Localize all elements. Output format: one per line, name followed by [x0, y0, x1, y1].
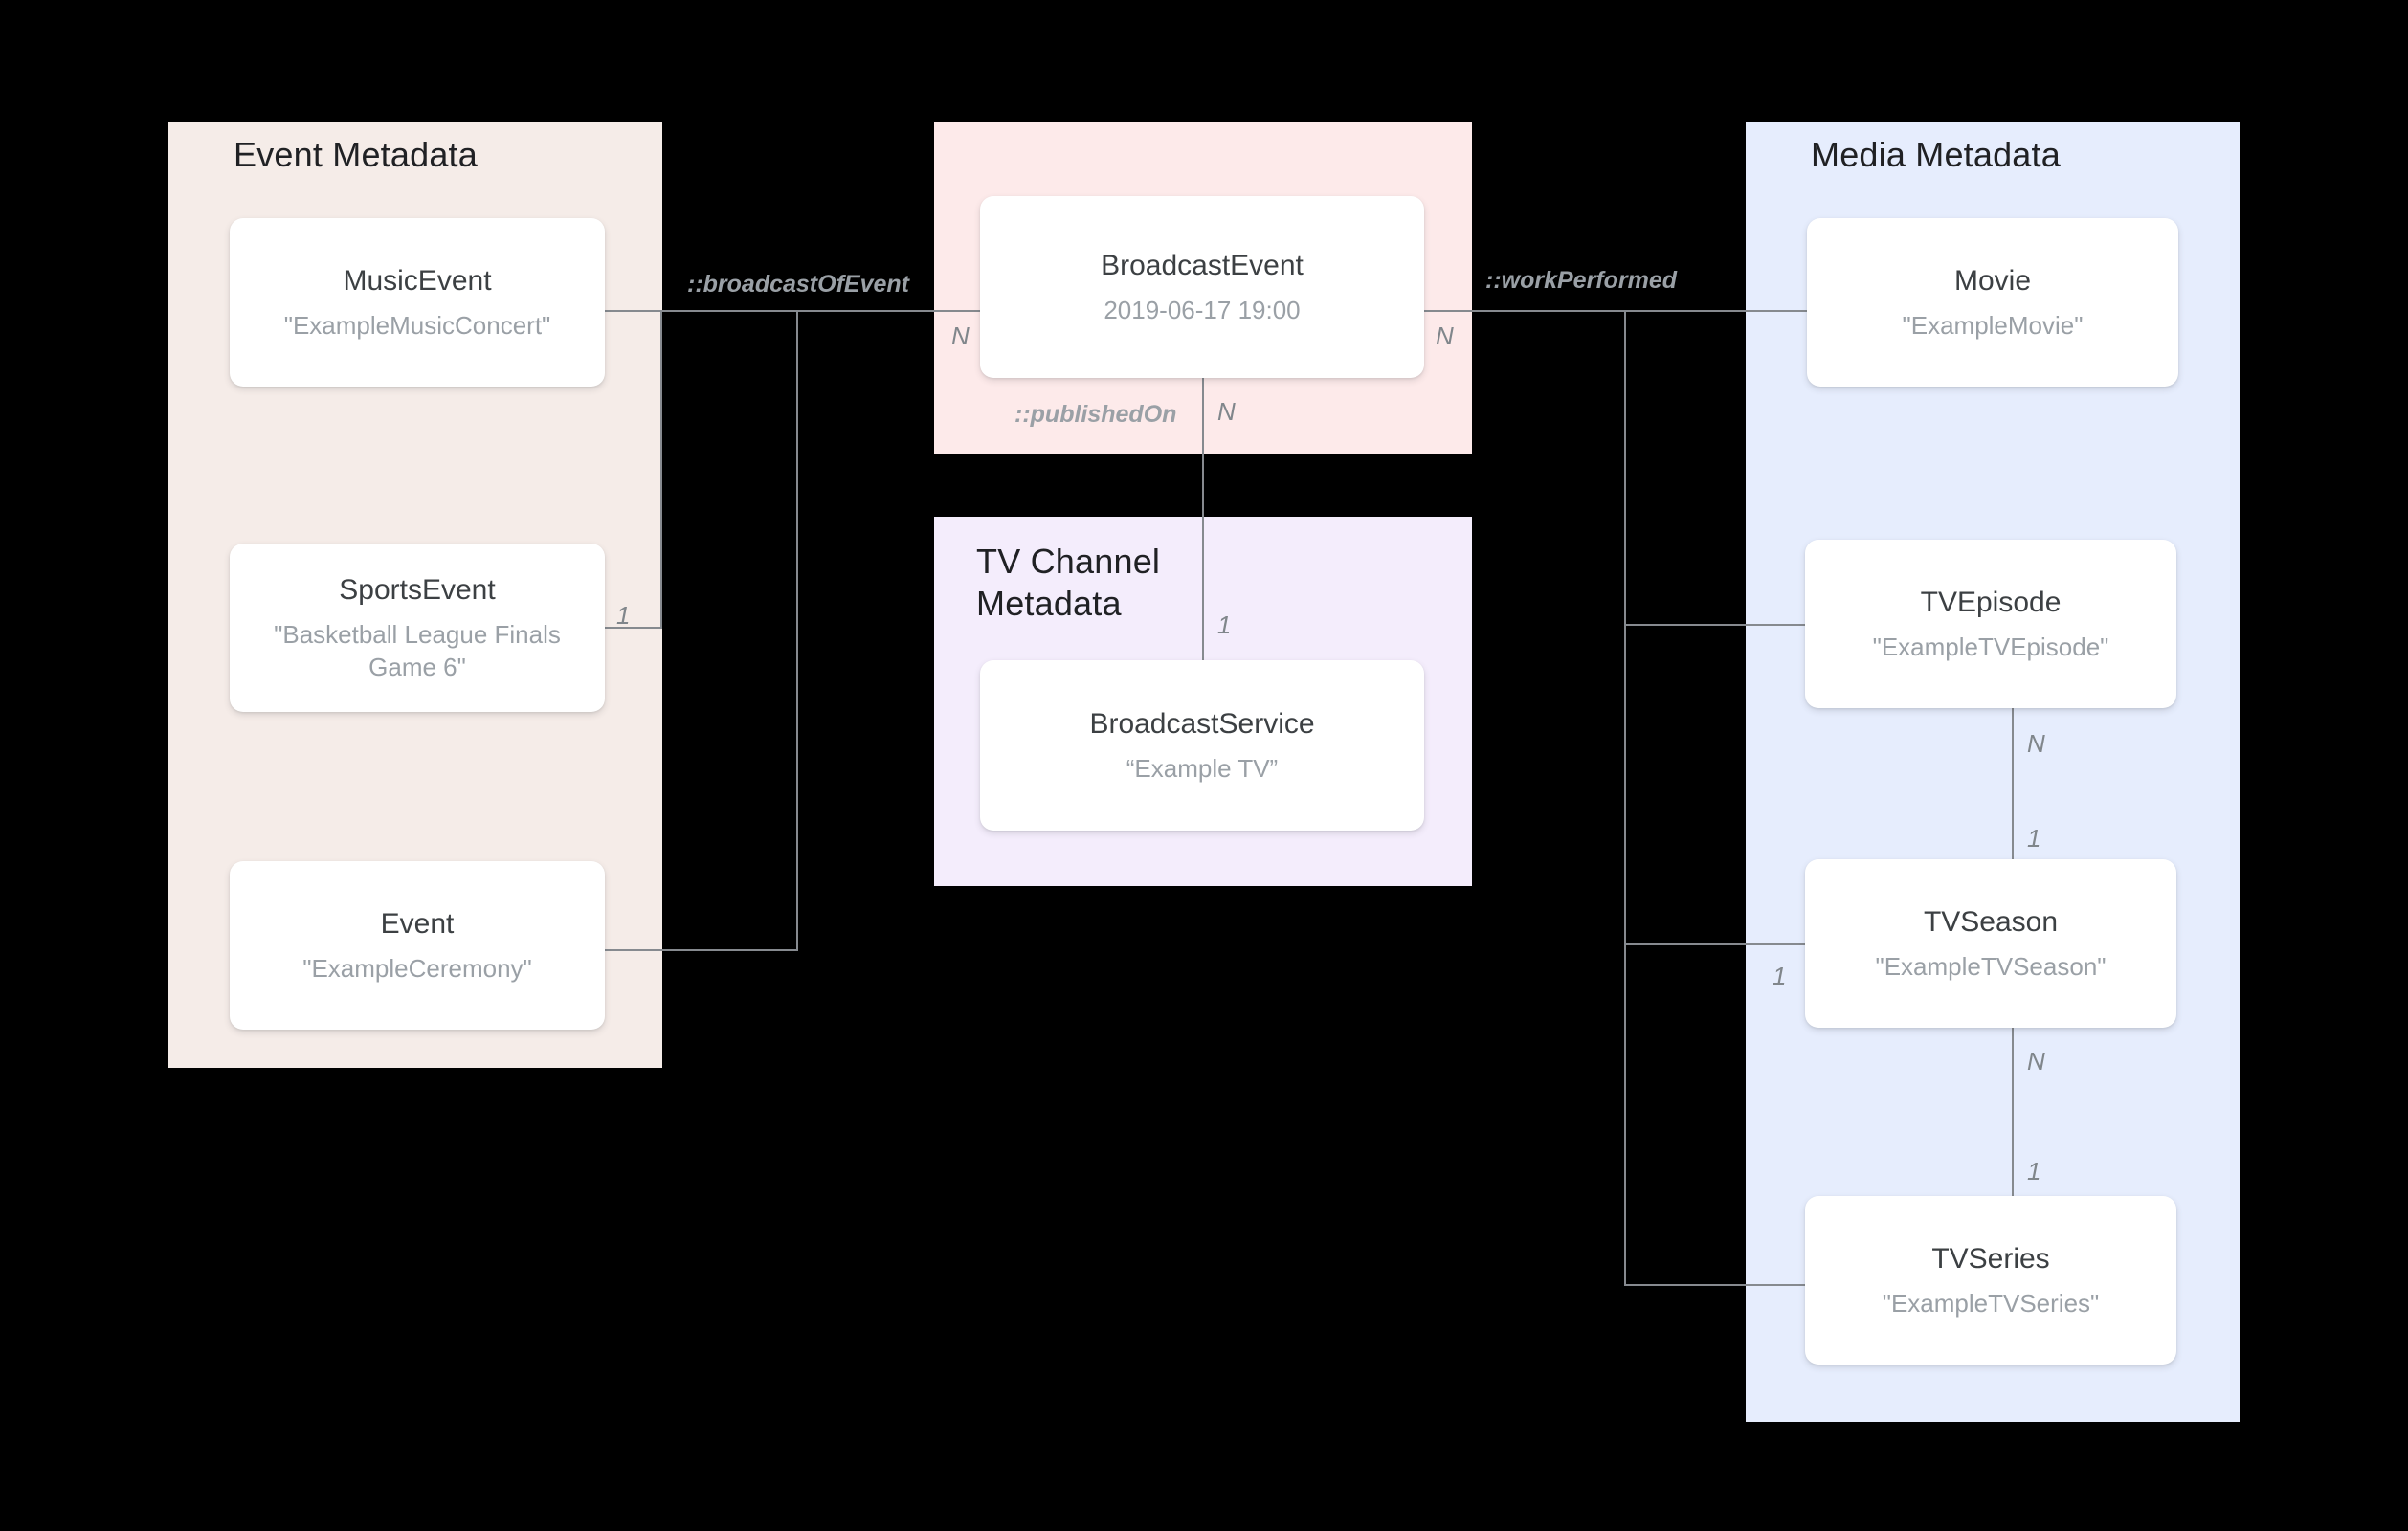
connector-tv-episode-to-tv-season — [2012, 708, 2014, 859]
cardinality-sports-event-left: 1 — [616, 601, 631, 630]
cardinality-broadcast-event-right: N — [1436, 322, 1454, 350]
group-title-event-metadata: Event Metadata — [234, 135, 478, 174]
entity-type-movie: Movie — [1953, 265, 2032, 297]
entity-card-tv-series[interactable]: TVSeries "ExampleTVSeries" — [1805, 1196, 2176, 1365]
entity-type-music-event: MusicEvent — [343, 265, 492, 297]
entity-value-movie: "ExampleMovie" — [1902, 311, 2084, 340]
connector-broadcast-event-to-broadcast-service — [1202, 378, 1204, 662]
entity-type-tv-season: TVSeason — [1923, 906, 2059, 938]
entity-type-broadcast-event: BroadcastEvent — [1101, 250, 1304, 281]
entity-card-broadcast-service[interactable]: BroadcastService “Example TV” — [980, 660, 1424, 831]
entity-value-tv-episode: "ExampleTVEpisode" — [1872, 632, 2109, 661]
entity-type-broadcast-service: BroadcastService — [1089, 708, 1315, 740]
relationship-label-broadcast-of-event: ::broadcastOfEvent — [687, 271, 909, 298]
group-title-media-metadata: Media Metadata — [1811, 135, 2061, 174]
relationship-label-published-on: ::publishedOn — [1014, 401, 1177, 428]
entity-value-broadcast-event: 2019-06-17 19:00 — [1104, 296, 1301, 324]
entity-value-tv-season: "ExampleTVSeason" — [1875, 952, 2107, 981]
entity-card-tv-episode[interactable]: TVEpisode "ExampleTVEpisode" — [1805, 540, 2176, 708]
cardinality-tv-series-top: 1 — [2027, 1157, 2041, 1186]
group-title-tv-channel-metadata: TV Channel Metadata — [976, 542, 1161, 623]
entity-value-broadcast-service: “Example TV” — [1126, 754, 1279, 783]
connector-bus-to-tv-episode — [1624, 624, 1806, 626]
entity-value-sports-event: "Basketball League Finals Game 6" — [274, 620, 561, 681]
cardinality-broadcast-service-top: 1 — [1217, 610, 1232, 639]
entity-card-broadcast-event[interactable]: BroadcastEvent 2019-06-17 19:00 — [980, 196, 1424, 378]
cardinality-tv-episode-bottom: N — [2027, 729, 2045, 758]
entity-card-tv-season[interactable]: TVSeason "ExampleTVSeason" — [1805, 859, 2176, 1028]
entity-value-music-event: "ExampleMusicConcert" — [283, 311, 551, 340]
cardinality-broadcast-event-bottom: N — [1217, 397, 1236, 426]
entity-value-event: "ExampleCeremony" — [302, 954, 532, 983]
cardinality-tv-season-top: 1 — [2027, 824, 2041, 853]
connector-music-event-to-broadcast-event — [603, 310, 980, 312]
relationship-label-work-performed: ::workPerformed — [1485, 267, 1678, 294]
entity-type-event: Event — [380, 908, 455, 940]
connector-tv-season-to-tv-series — [2012, 1028, 2014, 1196]
connector-sports-event-stub — [603, 627, 662, 629]
cardinality-broadcast-event-left: N — [951, 322, 970, 350]
cardinality-tv-season-left: 1 — [1773, 962, 1787, 990]
entity-card-event[interactable]: Event "ExampleCeremony" — [230, 861, 605, 1030]
entity-type-sports-event: SportsEvent — [339, 574, 496, 606]
connector-bus-event — [796, 310, 798, 951]
cardinality-tv-season-bottom: N — [2027, 1047, 2045, 1076]
entity-card-sports-event[interactable]: SportsEvent "Basketball League Finals Ga… — [230, 544, 605, 712]
connector-broadcast-event-to-movie — [1424, 310, 1807, 312]
connector-bus-media — [1624, 310, 1626, 1286]
entity-card-music-event[interactable]: MusicEvent "ExampleMusicConcert" — [230, 218, 605, 387]
connector-event-stub — [603, 949, 798, 951]
entity-card-movie[interactable]: Movie "ExampleMovie" — [1807, 218, 2178, 387]
entity-value-tv-series: "ExampleTVSeries" — [1882, 1289, 2100, 1318]
entity-type-tv-series: TVSeries — [1931, 1243, 2050, 1275]
connector-bus-to-tv-series — [1624, 1284, 1806, 1286]
connector-bus-sports-event — [660, 310, 662, 628]
entity-type-tv-episode: TVEpisode — [1920, 587, 2062, 618]
connector-bus-to-tv-season — [1624, 943, 1806, 945]
